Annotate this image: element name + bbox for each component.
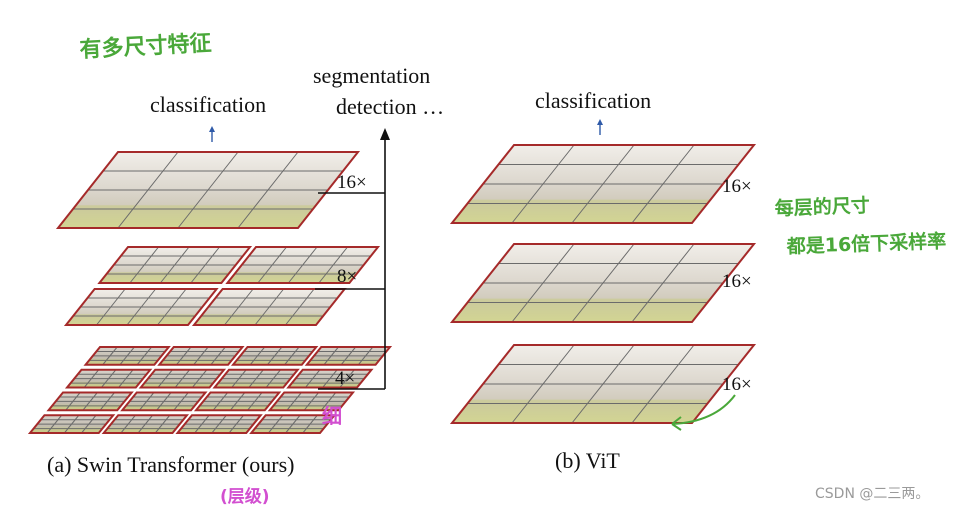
swin-segmentation-label: segmentation (313, 63, 430, 88)
swin-4x-window-12 (83, 346, 171, 366)
vit-scale-top: 16× (722, 176, 752, 197)
annotation-level: (层级) (220, 486, 270, 507)
swin-feature-connectors (315, 138, 386, 390)
vit-feature-map-top (449, 144, 757, 224)
swin-scale-8x: 8× (337, 266, 357, 287)
swin-4x-window-1 (101, 414, 190, 434)
swin-scale-16x: 16× (337, 172, 367, 193)
up-arrowhead-icon (380, 128, 390, 140)
annotation-pointer-arrow (671, 394, 736, 425)
swin-caption: (a) Swin Transformer (ours) (47, 452, 294, 477)
swin-4x-window-3 (249, 414, 337, 434)
swin-4x-window-14 (230, 346, 319, 366)
swin-detection-label: detection … (336, 94, 444, 119)
swin-4x-window-10 (212, 368, 300, 389)
swin-feature-map-16x (55, 151, 361, 229)
watermark: CSDN @二三两。 (815, 486, 929, 502)
swin-8x-window-0 (63, 288, 219, 326)
arrowhead-vit-icon (597, 119, 603, 125)
swin-8x-window-2 (97, 246, 253, 284)
vit-caption: (b) ViT (555, 448, 620, 473)
swin-8x-window-3 (225, 246, 381, 284)
swin-4x-window-8 (64, 368, 153, 389)
arrowhead-swin-icon (209, 126, 215, 132)
swin-4x-window-13 (157, 346, 245, 366)
swin-4x-window-2 (175, 414, 263, 434)
vit-feature-map-bottom (449, 344, 757, 424)
vit-feature-map-middle (449, 243, 757, 323)
annotation-pointer-arrowhead-icon (671, 416, 682, 431)
vit-scale-middle: 16× (722, 271, 752, 292)
swin-classification-label: classification (150, 92, 266, 117)
annotation-multi-scale: 有多尺寸特征 (79, 30, 212, 63)
swin-4x-window-0 (27, 414, 116, 434)
swin-4x-window-4 (46, 391, 134, 412)
swin-8x-window-1 (191, 288, 347, 326)
annotation-fine: 细 (322, 404, 342, 428)
swin-4x-window-9 (138, 368, 227, 389)
annotation-vit-line1: 每层的尺寸 (774, 194, 870, 220)
annotation-vit-line2: 都是16倍下采样率 (785, 229, 946, 258)
swin-scale-4x: 4× (335, 368, 355, 389)
swin-4x-window-5 (120, 391, 208, 412)
swin-4x-window-15 (304, 346, 393, 366)
swin-4x-window-7 (267, 391, 356, 412)
swin-4x-window-6 (193, 391, 282, 412)
vit-scale-bottom: 16× (722, 374, 752, 395)
vit-classification-label: classification (535, 88, 651, 113)
swin-4x-window-11 (286, 368, 374, 389)
